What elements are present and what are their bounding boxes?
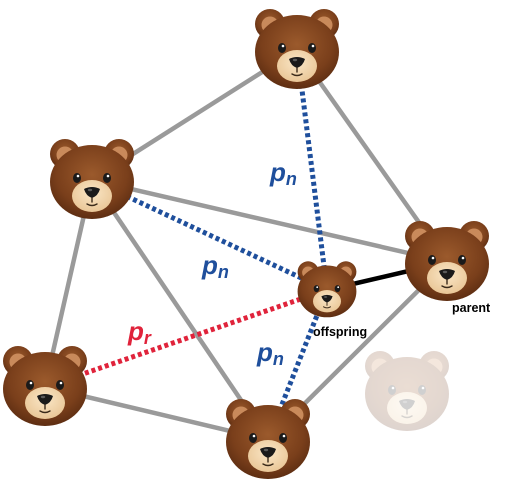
bear-face-offspring-icon (297, 260, 357, 318)
edge-label-main: p (201, 250, 218, 280)
edge-label-offspring-top: pn (269, 157, 297, 189)
edge-edge-upper-left-bottom (90, 178, 270, 442)
pn-edge-offspring-upper-left (90, 177, 329, 293)
node-label-offspring: offspring (313, 325, 367, 339)
edge-label-offspring-upper-left: pn (201, 250, 229, 282)
edge-label-offspring-lower-left: pr (127, 316, 152, 348)
pr-edge-offspring-lower-left (44, 287, 328, 390)
bear-face-bottom-icon (225, 398, 311, 480)
edge-label-main: p (269, 157, 286, 187)
pn-edge-offspring-top (294, 49, 330, 291)
bear-face-top-icon (254, 8, 340, 90)
bear-face-lower-left-icon (2, 345, 88, 427)
edge-label-main: p (127, 316, 144, 346)
bear-face-parent-icon (404, 220, 490, 302)
edge-label-subscript: n (273, 349, 284, 369)
bear-face-faded-icon (364, 350, 450, 432)
bear-face-upper-left-icon (49, 138, 135, 220)
edge-label-subscript: r (144, 328, 152, 348)
edge-edge-upper-left-parent (91, 177, 448, 265)
edge-label-subscript: n (286, 169, 297, 189)
edge-label-subscript: n (218, 262, 229, 282)
node-label-parent: parent (452, 301, 491, 315)
edge-label-offspring-bottom: pn (256, 337, 284, 369)
edge-label-main: p (256, 337, 273, 367)
